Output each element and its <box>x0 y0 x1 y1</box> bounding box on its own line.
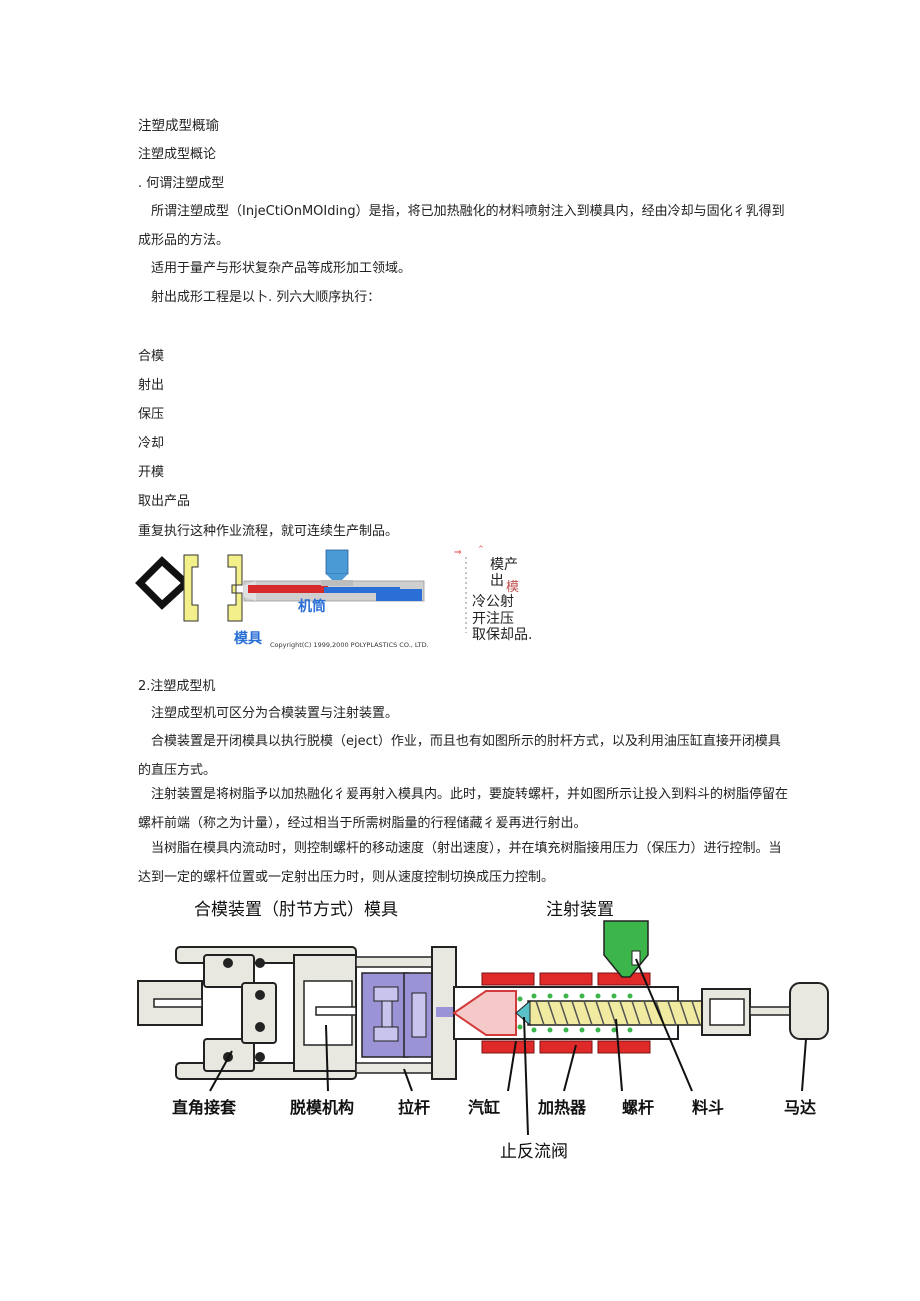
side-line: 出 <box>490 573 504 589</box>
label-tie-bar: 拉杆 <box>398 1098 430 1117</box>
label-hopper: 料斗 <box>692 1098 724 1117</box>
leader-lines <box>209 958 807 1136</box>
document-title: 注塑成型概瑜 <box>138 118 219 134</box>
hopper-bottom <box>326 574 348 583</box>
step-item: 冷却 <box>138 436 165 451</box>
molded-part-shape <box>135 556 192 610</box>
paragraph-repeat: 重复执行这种作业流程，就可连续生产制品。 <box>138 524 399 539</box>
check-valve-tip <box>515 999 531 1027</box>
heater-band <box>597 1040 651 1054</box>
melt-red <box>248 585 328 593</box>
paragraph-clamp-unit: 合模装置是开闭模具以执行脱模（eject）作业，而且也有如图所示的肘杆方式，以及… <box>138 734 781 778</box>
screw-flights <box>535 1000 701 1026</box>
heater-band <box>481 1040 535 1054</box>
molding-process-figure: 机筒 模具 Copyright(C) 1999,2000 POLYPLASTIC… <box>135 545 532 649</box>
mold-label: 模具 <box>234 630 262 647</box>
toggle-link-upper <box>203 954 255 988</box>
side-line: 开注压 <box>472 611 514 627</box>
step-item: 射出 <box>138 378 165 393</box>
document-subtitle: 注塑成型概论 <box>138 147 217 162</box>
section-heading-1: . 何谓注塑成型 <box>138 176 225 191</box>
clamp-unit-title: 合模装置（肘节方式）模具 <box>194 900 398 920</box>
label-check-valve: 止反流阀 <box>500 1142 568 1162</box>
paragraph-machine-parts: 注塑成型机可区分为合模装置与注射装置。 <box>151 706 399 721</box>
heater-band <box>539 972 593 986</box>
heater-band <box>539 1040 593 1054</box>
drive-shaft <box>749 1006 791 1016</box>
hopper-top <box>325 549 349 575</box>
mold-half-left <box>183 554 199 622</box>
paragraph-control: 当树脂在模具内流动时，则控制螺杆的移动速度（射出速度），并在填充树脂接用压力（保… <box>138 841 782 885</box>
label-ejector: 脱模机构 <box>290 1098 354 1117</box>
label-screw: 螺杆 <box>622 1098 654 1117</box>
toggle-block-center <box>241 982 277 1044</box>
arrow-marker: ⇒ <box>454 548 462 558</box>
step-item: 开模 <box>138 465 165 480</box>
ejector-rod <box>315 1006 357 1016</box>
arrow-tip: ^ <box>478 545 484 553</box>
label-heater: 加热器 <box>537 1098 587 1117</box>
paragraph-definition: 所谓注塑成型（InjeCtiOnMOIding）是指，将已加热融化的材料喷射注入… <box>138 204 785 248</box>
step-item: 取出产品 <box>138 494 191 509</box>
section-heading-2: 2.注塑成型机 <box>138 679 216 694</box>
label-cylinder: 汽缸 <box>468 1098 500 1117</box>
side-line: 模 <box>506 580 519 595</box>
injection-machine-figure: 合模装置（肘节方式）模具 注射装置 <box>137 900 829 1162</box>
barrel-cover <box>321 580 353 586</box>
injection-unit-title: 注射装置 <box>546 900 614 920</box>
step-item: 保压 <box>138 407 165 422</box>
motor <box>789 982 829 1040</box>
paragraph-steps-intro: 射出成形工程是以卜. 列六大顺序执行： <box>151 290 381 305</box>
barrel-label: 机筒 <box>298 598 326 615</box>
hopper <box>603 920 649 978</box>
screw-blue <box>324 587 400 593</box>
side-line: 取保却品. <box>472 627 532 643</box>
paragraph-injection-unit: 注射装置是将树脂予以加热融化彳爰再射入模具内。此时，要旋转螺杆，并如图所示让投入… <box>138 787 789 831</box>
paragraph-application: 适用于量产与形状复杂产品等成形加工领域。 <box>151 261 412 276</box>
label-toggle: 直角接套 <box>172 1098 237 1117</box>
screw-end-blue <box>376 589 422 601</box>
heater-band <box>481 972 535 986</box>
step-item: 合模 <box>138 349 165 364</box>
side-line: 模产 <box>490 557 518 573</box>
mold-half-right <box>227 554 243 622</box>
copyright-text: Copyright(C) 1999,2000 POLYPLASTICS CO.,… <box>270 641 429 649</box>
label-motor: 马达 <box>784 1098 816 1117</box>
side-line: 冷公射 <box>472 594 514 610</box>
